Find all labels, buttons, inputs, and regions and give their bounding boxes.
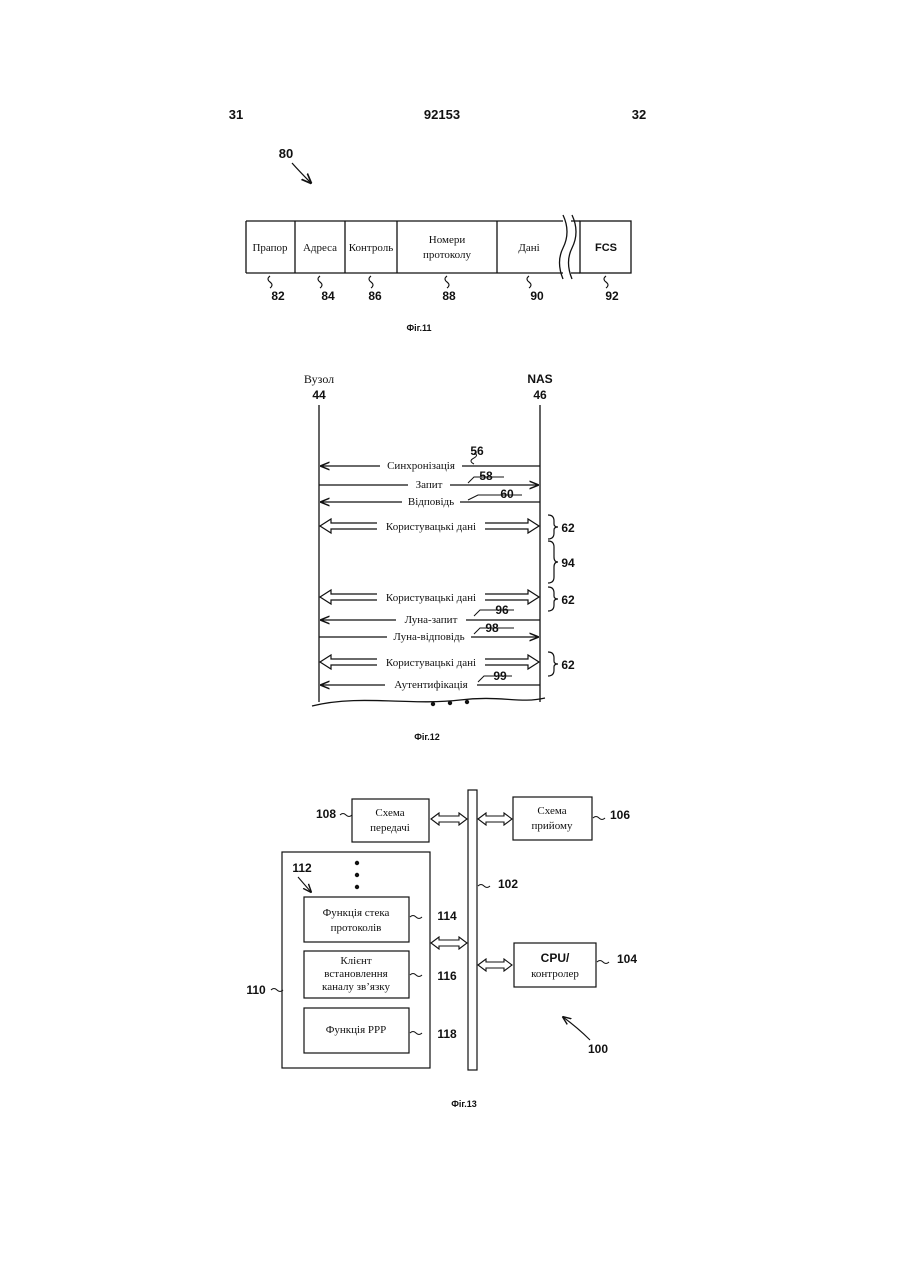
msg-echo-reply: Луна-відповідь <box>393 631 464 643</box>
ref-100: 100 <box>588 1042 608 1056</box>
ref-86: 86 <box>368 289 382 303</box>
ref-62: 62 <box>561 593 575 607</box>
ref-56: 56 <box>470 444 484 458</box>
msg-response: Відповідь <box>408 496 454 508</box>
nas-ref: 46 <box>533 388 547 402</box>
msg-user-data: Користувацькі дані <box>386 521 476 533</box>
ref-106: 106 <box>610 808 630 822</box>
receive-circuit-line2: прийому <box>532 820 573 832</box>
memory-ref-leader <box>271 989 283 992</box>
continuation-dot <box>355 861 359 865</box>
receive-circuit-line1: Схема <box>537 805 566 817</box>
ref-112: 112 <box>292 861 312 875</box>
ref-88: 88 <box>442 289 456 303</box>
bus <box>468 790 477 1070</box>
msg-sync: Синхронізація <box>387 460 455 472</box>
ref-99: 99 <box>493 669 507 683</box>
figure-12-caption: Фіг.12 <box>414 732 440 742</box>
nas-title: NAS <box>527 372 552 386</box>
cpu-line1: CPU/ <box>541 951 570 965</box>
ref-118: 118 <box>437 1027 457 1041</box>
ref-92: 92 <box>605 289 619 303</box>
continuation-dot <box>355 885 359 889</box>
ref-94: 94 <box>561 556 575 570</box>
field-ref-squiggles <box>268 276 608 288</box>
transmit-circuit-box <box>352 799 429 842</box>
field-data: Дані <box>518 242 539 254</box>
ref-60: 60 <box>500 487 514 501</box>
field-protocol-line2: протоколу <box>423 249 472 261</box>
transmit-ref-leader <box>340 814 352 817</box>
link-client-line3: каналу зв’язку <box>322 981 390 993</box>
cpu-box <box>514 943 596 987</box>
figure-11: 80 Прапор Адреса Контроль Номери протоко… <box>246 146 631 333</box>
ref-114: 114 <box>437 909 457 923</box>
ref-62: 62 <box>561 521 575 535</box>
msg-user-data: Користувацькі дані <box>386 592 476 604</box>
msg-user-data: Користувацькі дані <box>386 657 476 669</box>
cpu-ref-leader <box>597 961 609 964</box>
field-protocol-line1: Номери <box>429 234 466 246</box>
protocol-stack-box <box>304 897 409 942</box>
right-page-number: 32 <box>632 107 646 122</box>
ref-90: 90 <box>530 289 544 303</box>
ref-116: 116 <box>437 969 457 983</box>
msg-request: Запит <box>416 479 443 491</box>
link-client-line2: встановлення <box>324 968 387 980</box>
field-control: Контроль <box>349 242 393 254</box>
device-ref-pointer <box>563 1017 590 1040</box>
field-address: Адреса <box>303 242 337 254</box>
frame-ref-pointer <box>292 163 311 183</box>
cpu-line2: контролер <box>531 968 579 980</box>
ref-102: 102 <box>498 877 518 891</box>
receive-circuit-box <box>513 797 592 840</box>
ref-84: 84 <box>321 289 335 303</box>
ppp-function-label: Функція PPP <box>326 1024 387 1036</box>
ref-62: 62 <box>561 658 575 672</box>
message-ref-leaders <box>468 453 522 682</box>
ref-110: 110 <box>246 983 266 997</box>
protocol-stack-line2: протоколів <box>331 922 382 934</box>
diagram-break-line <box>312 698 545 706</box>
figure-11-caption: Фіг.11 <box>406 323 431 333</box>
figure-13: 102 Схема передачі 108 Схема прийому 106… <box>246 790 637 1109</box>
ref-108: 108 <box>316 807 336 821</box>
continuation-dot <box>448 701 452 705</box>
patent-number: 92153 <box>424 107 460 122</box>
left-page-number: 31 <box>229 107 243 122</box>
figure-12: Вузол 44 NAS 46 <box>304 372 575 742</box>
continuation-dot <box>431 702 435 706</box>
msg-authentication: Аутентифікація <box>394 679 467 691</box>
node-ref: 44 <box>312 388 326 402</box>
receive-ref-leader <box>593 817 605 820</box>
protocol-stack-line1: Функція стека <box>323 907 390 919</box>
figure-13-caption: Фіг.13 <box>451 1099 477 1109</box>
ref-104: 104 <box>617 952 637 966</box>
ref-58: 58 <box>479 469 493 483</box>
ref-82: 82 <box>271 289 285 303</box>
transmit-circuit-line2: передачі <box>370 822 410 834</box>
frame-ref-label: 80 <box>279 146 293 161</box>
transmit-circuit-line1: Схема <box>375 807 404 819</box>
right-braces <box>548 515 558 676</box>
field-flag: Прапор <box>252 242 288 254</box>
link-client-line1: Клієнт <box>340 955 371 967</box>
continuation-dot <box>355 873 359 877</box>
msg-echo-request: Луна-запит <box>405 614 458 626</box>
field-fcs: FCS <box>595 242 617 254</box>
bus-ref-leader <box>478 885 490 888</box>
page-header: 31 92153 32 <box>229 107 646 122</box>
node-title: Вузол <box>304 372 334 386</box>
ref-96: 96 <box>495 603 509 617</box>
continuation-dot <box>465 700 469 704</box>
ref-98: 98 <box>485 621 499 635</box>
